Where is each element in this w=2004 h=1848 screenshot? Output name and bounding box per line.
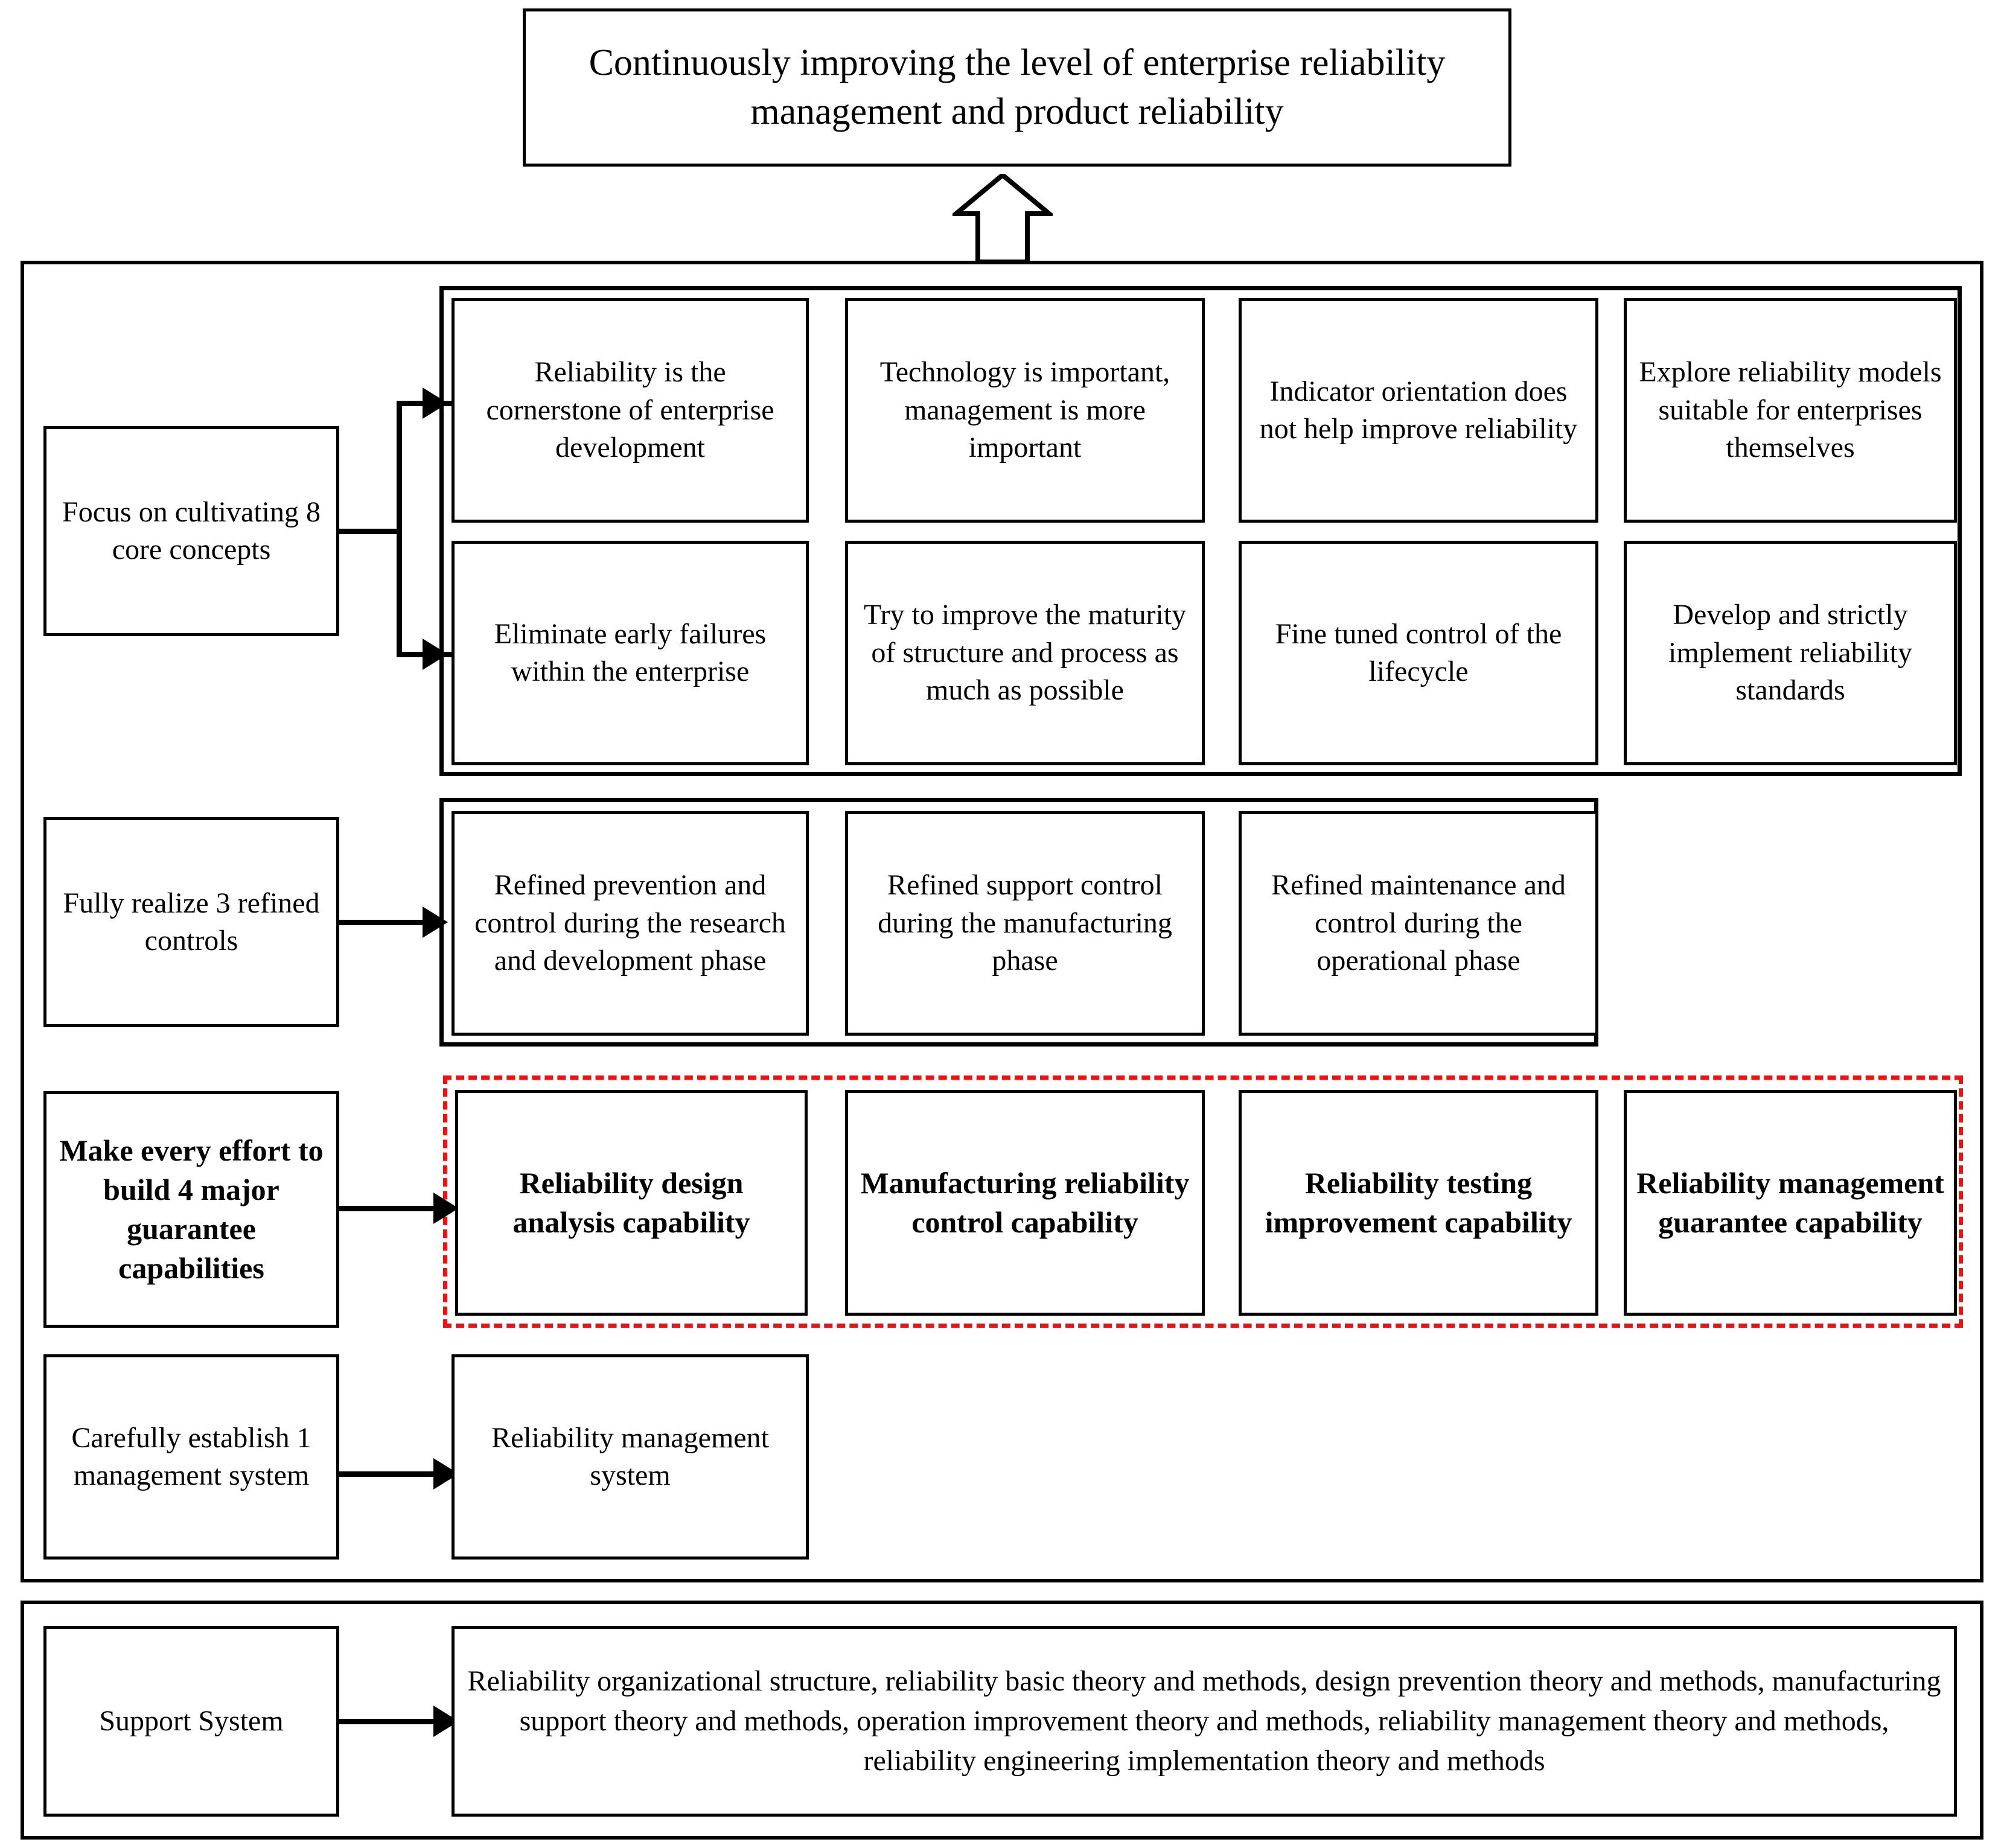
concept-cell: Fine tuned control of the lifecycle: [1239, 541, 1598, 765]
concept-cell: Eliminate early failures within the ente…: [452, 541, 809, 765]
connector-line: [338, 1206, 445, 1211]
main-framework-container: [21, 261, 1983, 1582]
capability-cell: Manufacturing reliability control capabi…: [845, 1090, 1205, 1316]
concept-cell: Technology is important, management is m…: [845, 298, 1205, 523]
support-system-container: [21, 1601, 1983, 1840]
row-label-refined-controls: Fully realize 3 refined controls: [43, 817, 339, 1027]
row-label-management-system: Carefully establish 1 management system: [43, 1354, 339, 1560]
support-system-content-box: Reliability organizational structure, re…: [452, 1626, 1957, 1817]
connector-line: [397, 401, 402, 657]
refined-control-cell: Refined support control during the manuf…: [845, 811, 1205, 1036]
arrowhead-icon: [423, 906, 448, 938]
row-label-core-concepts: Focus on cultivating 8 core concepts: [43, 426, 339, 636]
connector-line: [338, 1719, 445, 1724]
refined-control-cell: Refined maintenance and control during t…: [1239, 811, 1598, 1036]
core-concepts-group-frame: [439, 286, 1962, 776]
concept-cell: Indicator orientation does not help impr…: [1239, 298, 1598, 523]
goal-text: Continuously improving the level of ente…: [589, 42, 1446, 132]
hollow-up-arrow-icon: [949, 171, 1056, 264]
concept-cell: Explore reliability models suitable for …: [1624, 298, 1957, 523]
capability-cell: Reliability design analysis capability: [455, 1090, 808, 1316]
goal-box: Continuously improving the level of ente…: [523, 8, 1511, 167]
concept-cell: Develop and strictly implement reliabili…: [1624, 541, 1957, 765]
arrowhead-icon: [423, 387, 448, 419]
support-system-label-box: Support System: [43, 1626, 339, 1817]
connector-line: [338, 529, 402, 534]
arrowhead-icon: [433, 1193, 459, 1224]
concept-cell: Reliability is the cornerstone of enterp…: [452, 298, 809, 523]
refined-control-cell: Refined prevention and control during th…: [452, 811, 809, 1036]
connector-line: [338, 920, 435, 925]
concept-cell: Try to improve the maturity of structure…: [845, 541, 1205, 765]
capability-cell: Reliability testing improvement capabili…: [1239, 1090, 1598, 1316]
management-system-cell: Reliability management system: [452, 1354, 809, 1560]
arrowhead-icon: [423, 639, 448, 670]
capability-cell: Reliability management guarantee capabil…: [1624, 1090, 1957, 1316]
row-label-guarantee-capabilities: Make every effort to build 4 major guara…: [43, 1091, 339, 1328]
connector-line: [338, 1471, 445, 1477]
